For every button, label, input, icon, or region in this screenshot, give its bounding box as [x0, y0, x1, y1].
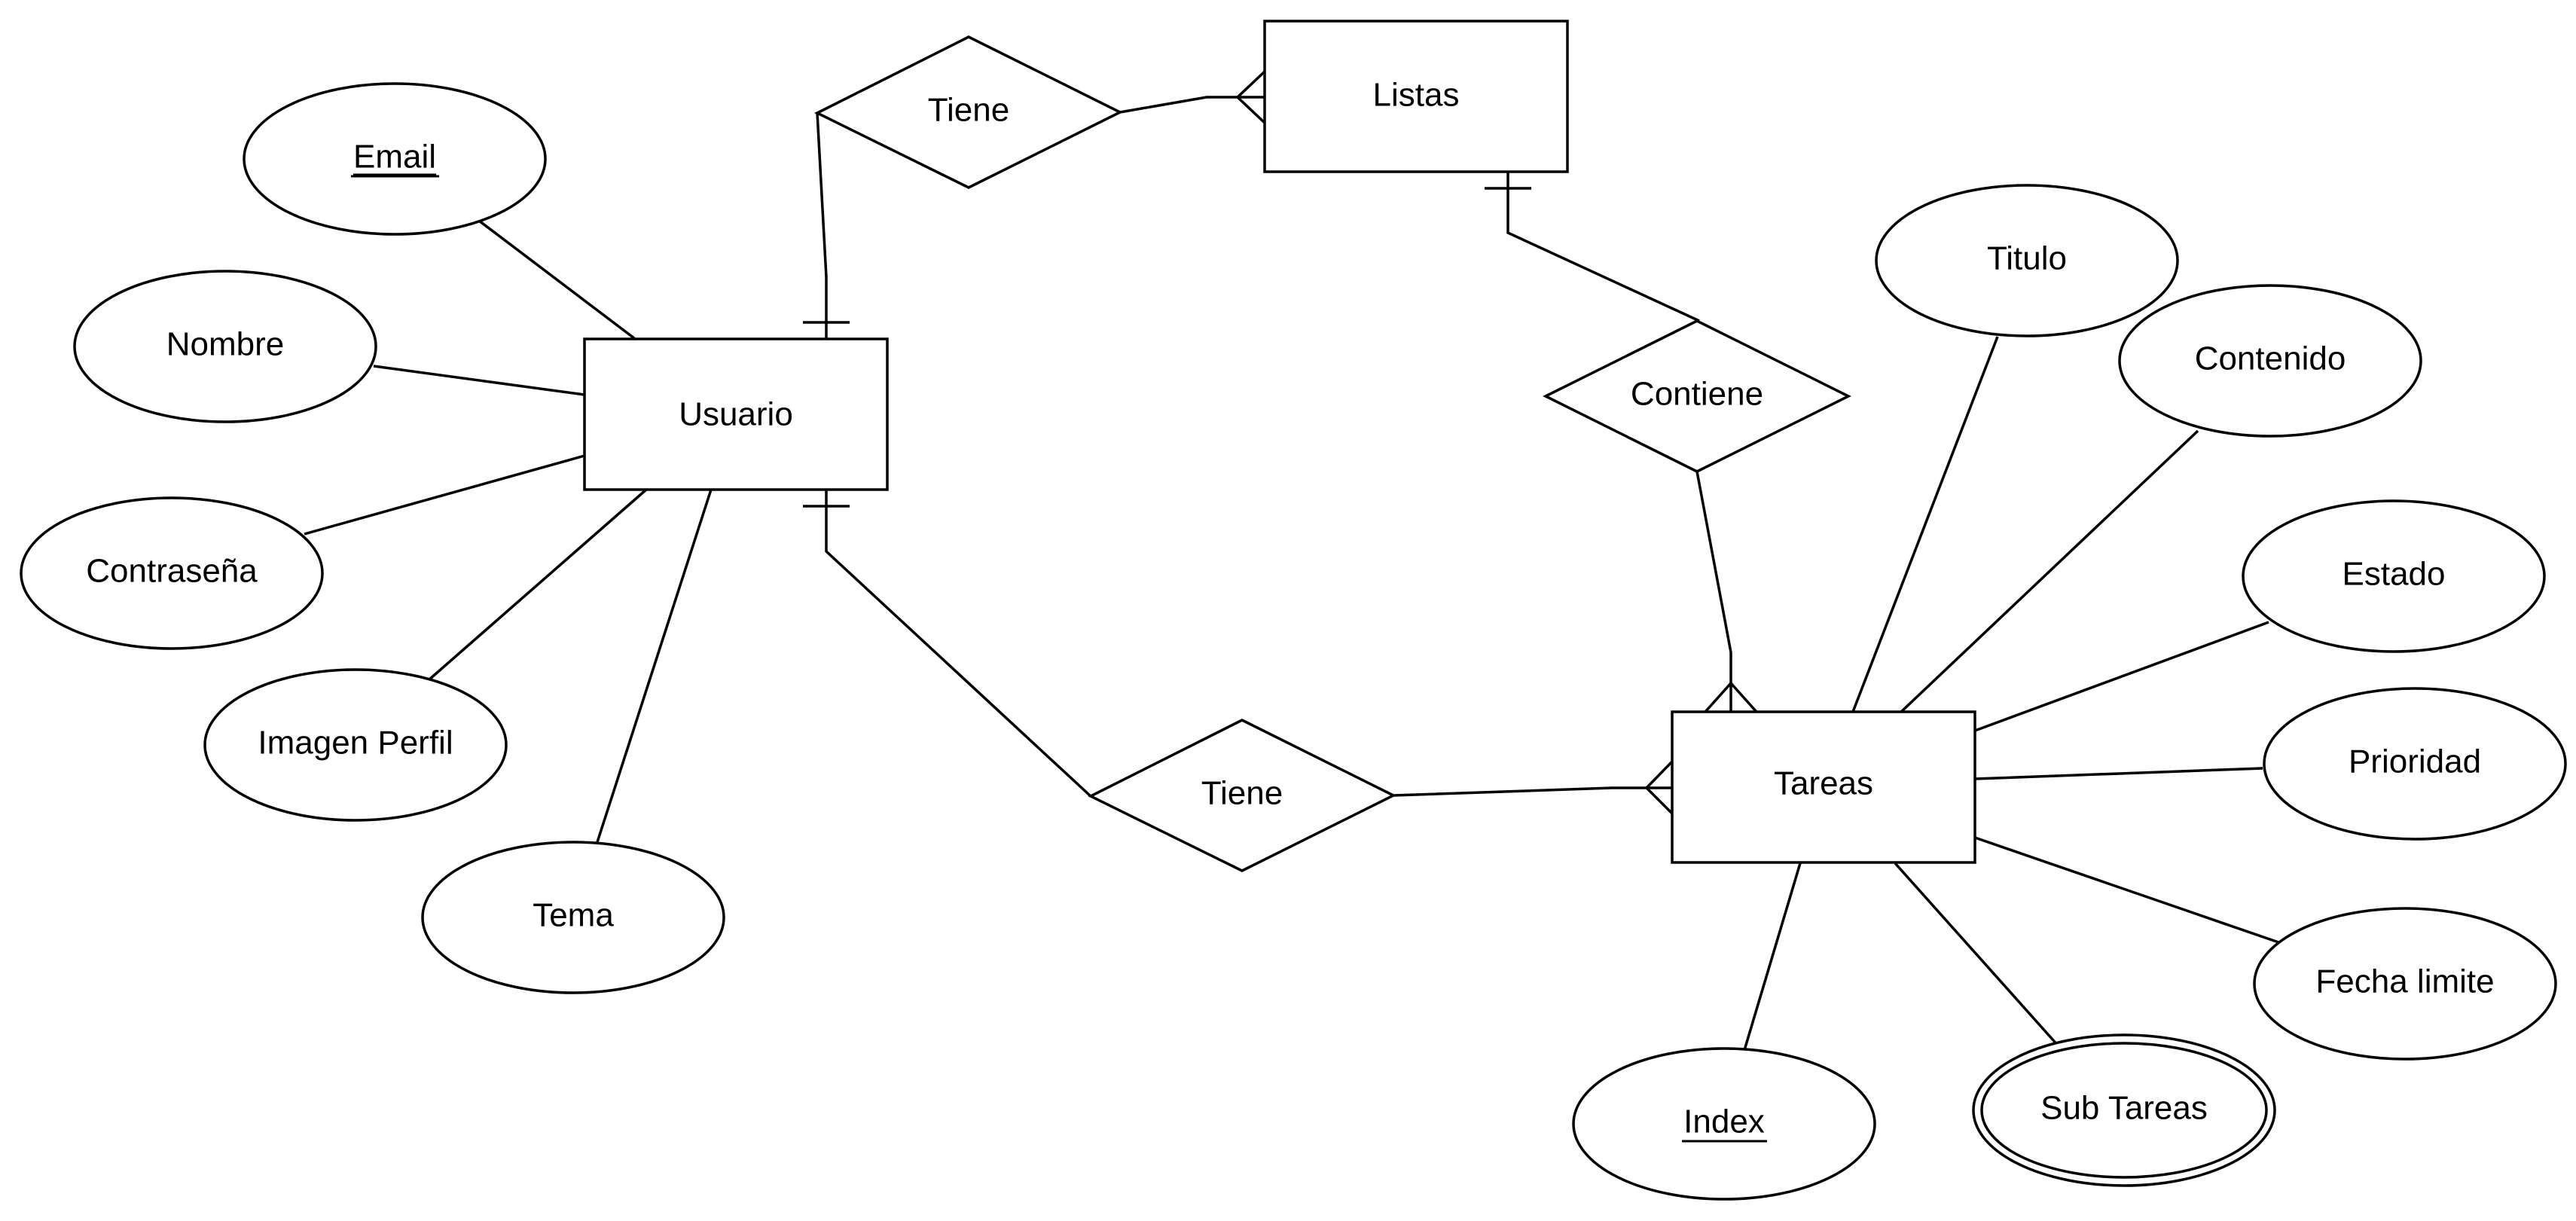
attribute-index-label: Index [1683, 1103, 1765, 1140]
listas-many-mark-left [1235, 70, 1266, 124]
attribute-nombre: Nombre [73, 270, 377, 423]
entity-tareas-label: Tareas [1774, 765, 1873, 802]
link-tareas-titulo [1851, 336, 1999, 713]
link-tareas-contenido [1900, 429, 2199, 713]
entity-usuario: Usuario [583, 337, 889, 491]
attribute-contrasena-label: Contraseña [86, 553, 258, 590]
relationship-tiene-listas: Tiene [814, 35, 1123, 189]
entity-tareas: Tareas [1671, 710, 1976, 864]
link-usuario-email [478, 219, 636, 340]
relationship-tiene-tareas: Tiene [1088, 719, 1396, 872]
entity-usuario-label: Usuario [679, 396, 793, 433]
link-tareas-estado [1974, 621, 2269, 732]
link-usuario-tiene-listas [816, 112, 828, 339]
link-tareas-sub-tareas [1894, 862, 2061, 1049]
attribute-tema-label: Tema [533, 897, 614, 934]
attribute-email: Email [243, 82, 547, 236]
link-usuario-nombre [373, 365, 585, 396]
link-listas-contiene [1506, 172, 1700, 322]
attribute-imagen-perfil-label: Imagen Perfil [258, 725, 453, 762]
attribute-contenido-label: Contenido [2195, 340, 2346, 377]
link-usuario-contrasena [304, 454, 585, 536]
attribute-index: Index [1572, 1047, 1876, 1201]
link-contiene-tareas [1695, 471, 1732, 712]
attribute-titulo: Titulo [1875, 184, 2179, 337]
link-usuario-tiene-tareas [825, 490, 1092, 798]
link-tareas-index [1743, 862, 1802, 1051]
attribute-estado: Estado [2242, 499, 2546, 653]
relationship-contiene: Contiene [1543, 319, 1851, 473]
connectors [304, 70, 2281, 1051]
attribute-prioridad-label: Prioridad [2349, 743, 2481, 780]
entity-listas-label: Listas [1373, 77, 1460, 114]
entity-listas: Listas [1263, 20, 1569, 173]
relationship-tiene-tareas-label: Tiene [1201, 775, 1283, 812]
attribute-fecha-limite: Fecha limite [2253, 907, 2557, 1061]
attribute-email-label: Email [353, 139, 436, 176]
attribute-prioridad: Prioridad [2263, 687, 2567, 841]
relationship-contiene-label: Contiene [1631, 376, 1763, 413]
link-usuario-tema [595, 489, 713, 845]
attribute-tema: Tema [421, 841, 725, 994]
attribute-titulo-label: Titulo [1987, 240, 2067, 277]
tareas-many-mark-left [1644, 760, 1674, 815]
link-usuario-imagen-perfil [428, 488, 648, 681]
attribute-fecha-limite-label: Fecha limite [2315, 963, 2494, 1000]
attribute-imagen-perfil: Imagen Perfil [203, 668, 508, 822]
link-tareas-fecha-limite [1974, 836, 2281, 945]
link-tareas-prioridad [1974, 767, 2263, 780]
link-tiene-tareas [1393, 786, 1672, 797]
attribute-sub-tareas-label: Sub Tareas [2040, 1090, 2208, 1127]
attribute-nombre-label: Nombre [166, 326, 285, 363]
relationship-tiene-listas-label: Tiene [928, 92, 1009, 129]
attribute-estado-label: Estado [2343, 556, 2446, 593]
attribute-contenido: Contenido [2118, 284, 2422, 438]
link-tiene-listas [1119, 96, 1265, 114]
attribute-contrasena: Contraseña [20, 496, 324, 650]
attribute-sub-tareas: Sub Tareas [1972, 1033, 2276, 1187]
tareas-many-mark-top [1704, 681, 1758, 713]
